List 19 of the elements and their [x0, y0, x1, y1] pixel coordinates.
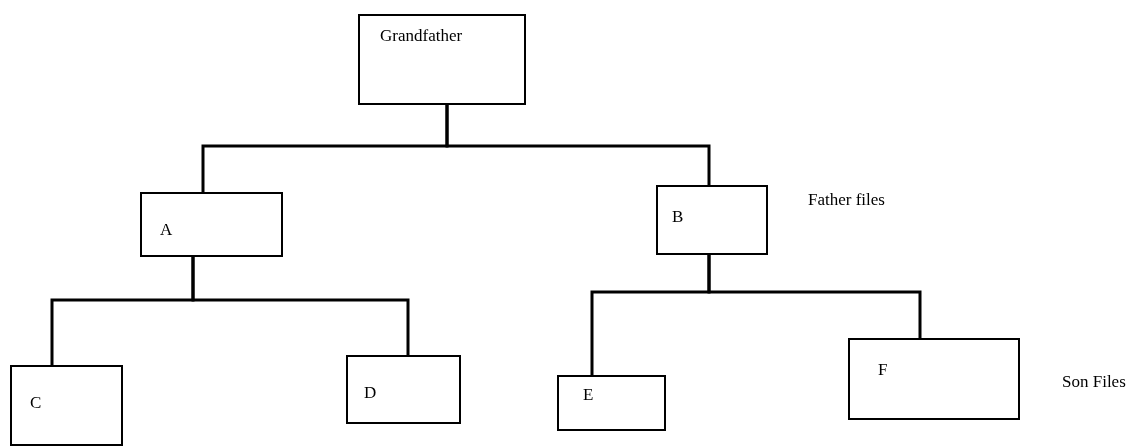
- box-label: E: [583, 385, 594, 405]
- box-label: B: [672, 207, 684, 227]
- file-box: [10, 365, 123, 446]
- file-box: [848, 338, 1020, 420]
- file-box: [557, 375, 666, 431]
- connector-line: [191, 257, 410, 355]
- file-box: [346, 355, 461, 424]
- box-label: Grandfather: [380, 26, 463, 46]
- connector-line: [445, 105, 711, 185]
- file-box: [140, 192, 283, 257]
- file-box: [656, 185, 768, 255]
- box-label: F: [878, 360, 888, 380]
- file-box: [358, 14, 526, 105]
- box-label: C: [30, 393, 42, 413]
- level-label: Father files: [808, 190, 885, 210]
- level-label: Son Files: [1062, 372, 1126, 392]
- box-label: D: [364, 383, 377, 403]
- connector-line: [707, 255, 922, 338]
- box-label: A: [160, 220, 173, 240]
